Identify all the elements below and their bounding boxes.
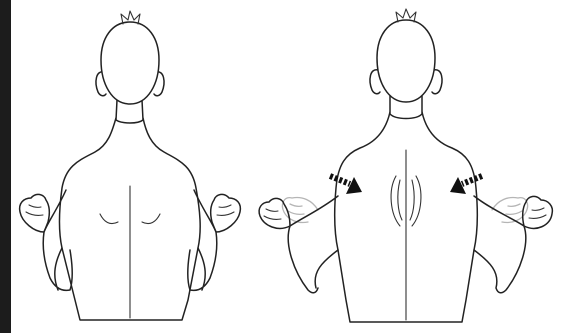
- figure-neutral-back-view: [0, 0, 255, 333]
- right-arm-outline: [474, 196, 526, 293]
- left-fist: [20, 194, 50, 232]
- head: [101, 22, 159, 104]
- head: [377, 20, 435, 102]
- figure-squeeze-back-view: [250, 0, 560, 333]
- right-fist: [211, 194, 241, 232]
- left-arm-outline: [288, 196, 338, 293]
